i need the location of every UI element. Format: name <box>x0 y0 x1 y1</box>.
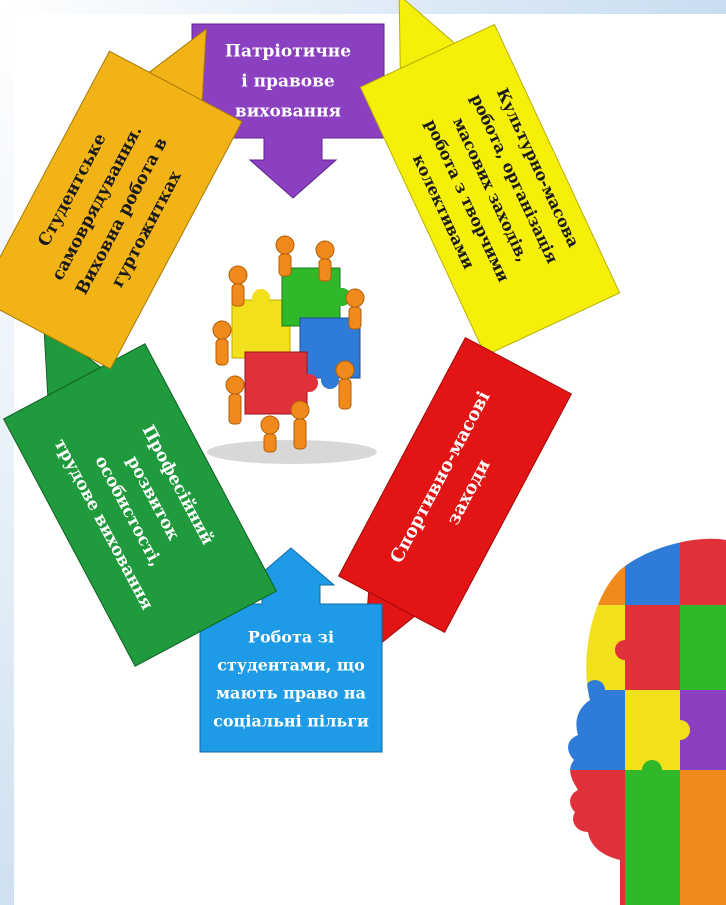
block-professional-development: Професійний розвиток особистості, трудов… <box>2 322 278 667</box>
block-patriotic-line-3: виховання <box>235 102 341 122</box>
teamwork-puzzle-icon <box>207 235 377 464</box>
block-social-line-2: студентами, що <box>217 656 365 675</box>
block-social-benefits: Робота зі студентами, що мають право на … <box>199 547 383 753</box>
block-cultural-work: Культурно-масова робота, організація мас… <box>359 0 621 357</box>
block-social-line-4: соціальні пільги <box>213 712 369 731</box>
block-social-line-1: Робота зі <box>248 628 334 647</box>
block-patriotic-education: Патріотичне і правове виховання <box>191 23 385 199</box>
puzzle-head-icon <box>568 538 726 905</box>
block-social-line-3: мають право на <box>216 684 366 703</box>
block-student-self-government: Студентське самоврядування. Виховна робо… <box>0 27 243 370</box>
block-self-government-shape <box>0 27 243 370</box>
block-patriotic-line-2: і правове <box>241 72 335 92</box>
slide-frame-top <box>0 0 726 14</box>
block-patriotic-line-1: Патріотичне <box>225 42 351 62</box>
slide-frame-left <box>0 0 14 905</box>
